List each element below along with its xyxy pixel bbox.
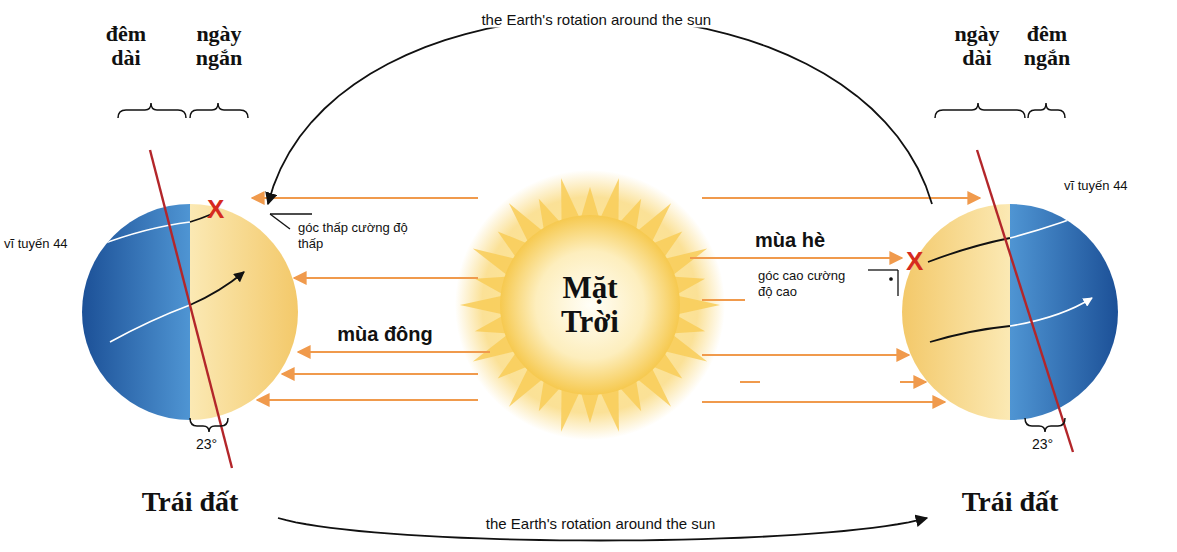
sun-ray [900,381,926,383]
bracket [118,103,1065,432]
latitude-label: vĩ tuyến 44 [1064,178,1128,194]
orbit-arrow [268,17,932,204]
earth-globe [900,200,1120,425]
sun [455,170,725,440]
sun-rays-right [702,198,980,402]
sun-rays-left [252,198,478,400]
day-length-label: ngày dài [945,22,1009,70]
latitude-line [1010,200,1118,238]
sun-ray [282,373,478,375]
sun-ray [257,399,478,401]
sun-ray [702,401,945,403]
day-length-label: ngày ngắn [188,22,250,70]
earth-axis [977,150,1073,452]
earth: Trái đất [82,204,298,518]
angle-label: góc cao cường độ cao [758,268,862,301]
season-label: mùa đông [334,323,436,346]
night-length-label: đêm ngắn [1012,22,1082,70]
sun-ray [252,197,478,199]
rotation-path [930,326,1010,342]
sun: Mặt Trời [490,205,690,405]
earth: Trái đất [902,204,1118,518]
sun-ray [702,197,980,199]
earth-label: Trái đất [962,486,1059,518]
earth-axis [150,150,232,468]
night-side [1010,200,1120,425]
sun-spike [580,390,599,423]
sun-spike [675,295,720,314]
sun-spike [460,295,505,314]
night-side [80,200,190,425]
night-length-label: đêm dài [96,22,156,70]
sun-ray [702,354,909,356]
location-mark: X [207,196,224,222]
latitude-label: vĩ tuyến 44 [4,236,68,252]
day-side [190,200,300,425]
tilt-angle: 23° [196,436,217,452]
sun-body [500,215,680,395]
tilt-angle: 23° [1032,436,1053,452]
sun-ray [740,381,760,383]
angle-symbol [868,270,898,296]
sunlight-arrow [298,351,490,353]
earth-label: Trái đất [142,486,239,518]
orbit-label: the Earth's rotation around the sun [483,514,719,531]
rotation-path [110,305,190,342]
latitude-line [928,238,1010,262]
sun-label: Mặt Trời [535,271,645,339]
rotation-arrow [190,272,244,305]
sunlight-arrow [690,257,902,259]
sun-rays [460,178,720,431]
season-label: mùa hè [752,229,828,252]
sun-ray [702,299,745,301]
earth-globe [80,200,300,425]
latitude-line [82,222,190,252]
orbit-label: the Earth's rotation around the sun [478,11,714,28]
day-side [900,200,1010,425]
angle-label: góc thấp cường độ thấp [298,220,410,253]
location-mark: X [906,248,923,274]
rotation-arrow [1010,298,1092,326]
sun-spike [580,187,599,220]
sun-ray [294,277,478,279]
sun-glow [455,170,725,440]
